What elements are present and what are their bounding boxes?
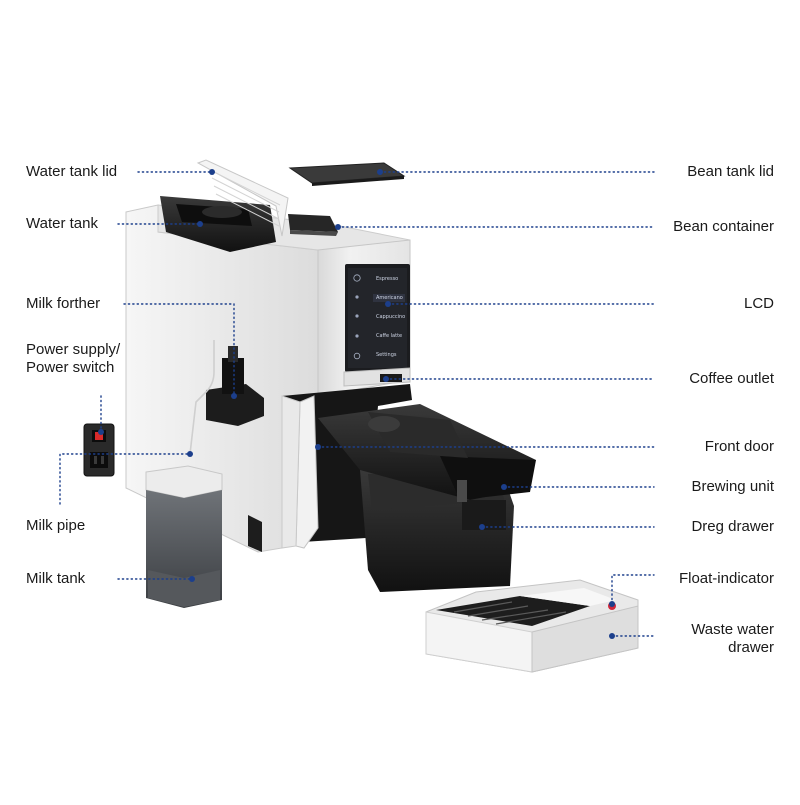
cup-icon	[355, 314, 359, 318]
marker-milk-tank	[189, 576, 195, 582]
label-power-supply: Power supply/ Power switch	[26, 341, 120, 377]
marker-bean-tank-lid	[377, 169, 383, 175]
leader-milk-pipe	[59, 453, 191, 505]
marker-front-door	[315, 444, 321, 450]
label-bean-tank-lid: Bean tank lid	[687, 163, 774, 180]
label-waste-water-drawer: Waste water drawer	[691, 621, 774, 657]
marker-power-supply	[98, 429, 104, 435]
waste-water-drawer	[425, 579, 639, 673]
label-bean-container: Bean container	[673, 218, 774, 235]
lcd-menu-item: Settings	[376, 352, 397, 358]
label-dreg-drawer: Dreg drawer	[691, 518, 774, 535]
label-power-supply-line2: Power switch	[26, 359, 115, 376]
label-waste-water-line2: drawer	[728, 639, 774, 656]
milk-pipe	[189, 340, 215, 455]
lcd-menu-item: Caffe latte	[376, 333, 402, 339]
label-milk-frother: Milk forther	[26, 295, 101, 312]
front-door	[281, 395, 319, 549]
brewing-unit	[318, 404, 536, 502]
marker-dreg-drawer	[479, 524, 485, 530]
leader-lines	[59, 169, 655, 639]
leader-milk-frother	[123, 303, 235, 397]
marker-waste-water-drawer	[609, 633, 615, 639]
label-milk-tank: Milk tank	[26, 570, 86, 587]
lcd-menu-item: Cappuccino	[376, 314, 405, 320]
marker-milk-pipe	[187, 451, 193, 457]
label-brewing-unit: Brewing unit	[691, 478, 774, 495]
steam-icon	[355, 334, 359, 338]
wifi-icon	[355, 295, 359, 299]
settings-icon	[353, 352, 361, 360]
label-waste-water-line1: Waste water	[691, 621, 774, 638]
lcd-menu-item: Espresso	[376, 276, 398, 282]
marker-coffee-outlet	[383, 376, 389, 382]
marker-brewing-unit	[501, 484, 507, 490]
marker-lcd	[385, 301, 391, 307]
bean-tank-lid	[288, 162, 406, 186]
label-water-tank: Water tank	[26, 215, 98, 232]
label-lcd: LCD	[743, 295, 774, 312]
milk-frother	[206, 346, 264, 426]
lcd-menu-item: Americano	[376, 295, 403, 301]
label-milk-pipe: Milk pipe	[26, 517, 86, 534]
label-coffee-outlet: Coffee outlet	[689, 370, 774, 387]
marker-milk-frother	[231, 393, 237, 399]
milk-tank	[145, 465, 223, 608]
marker-float-indicator	[609, 601, 615, 607]
leader-float-indicator	[611, 574, 655, 605]
marker-water-tank-lid	[209, 169, 215, 175]
label-front-door: Front door	[704, 438, 774, 455]
power-icon	[353, 274, 361, 282]
power-switch-module	[83, 423, 115, 477]
water-tank-lid	[196, 159, 289, 237]
marker-water-tank	[197, 221, 203, 227]
label-power-supply-line1: Power supply/	[26, 341, 121, 358]
label-float-indicator: Float-indicator	[678, 570, 774, 587]
label-water-tank-lid: Water tank lid	[26, 163, 118, 180]
marker-bean-container	[335, 224, 341, 230]
coffee-outlet	[343, 367, 411, 387]
bean-container	[288, 214, 338, 236]
